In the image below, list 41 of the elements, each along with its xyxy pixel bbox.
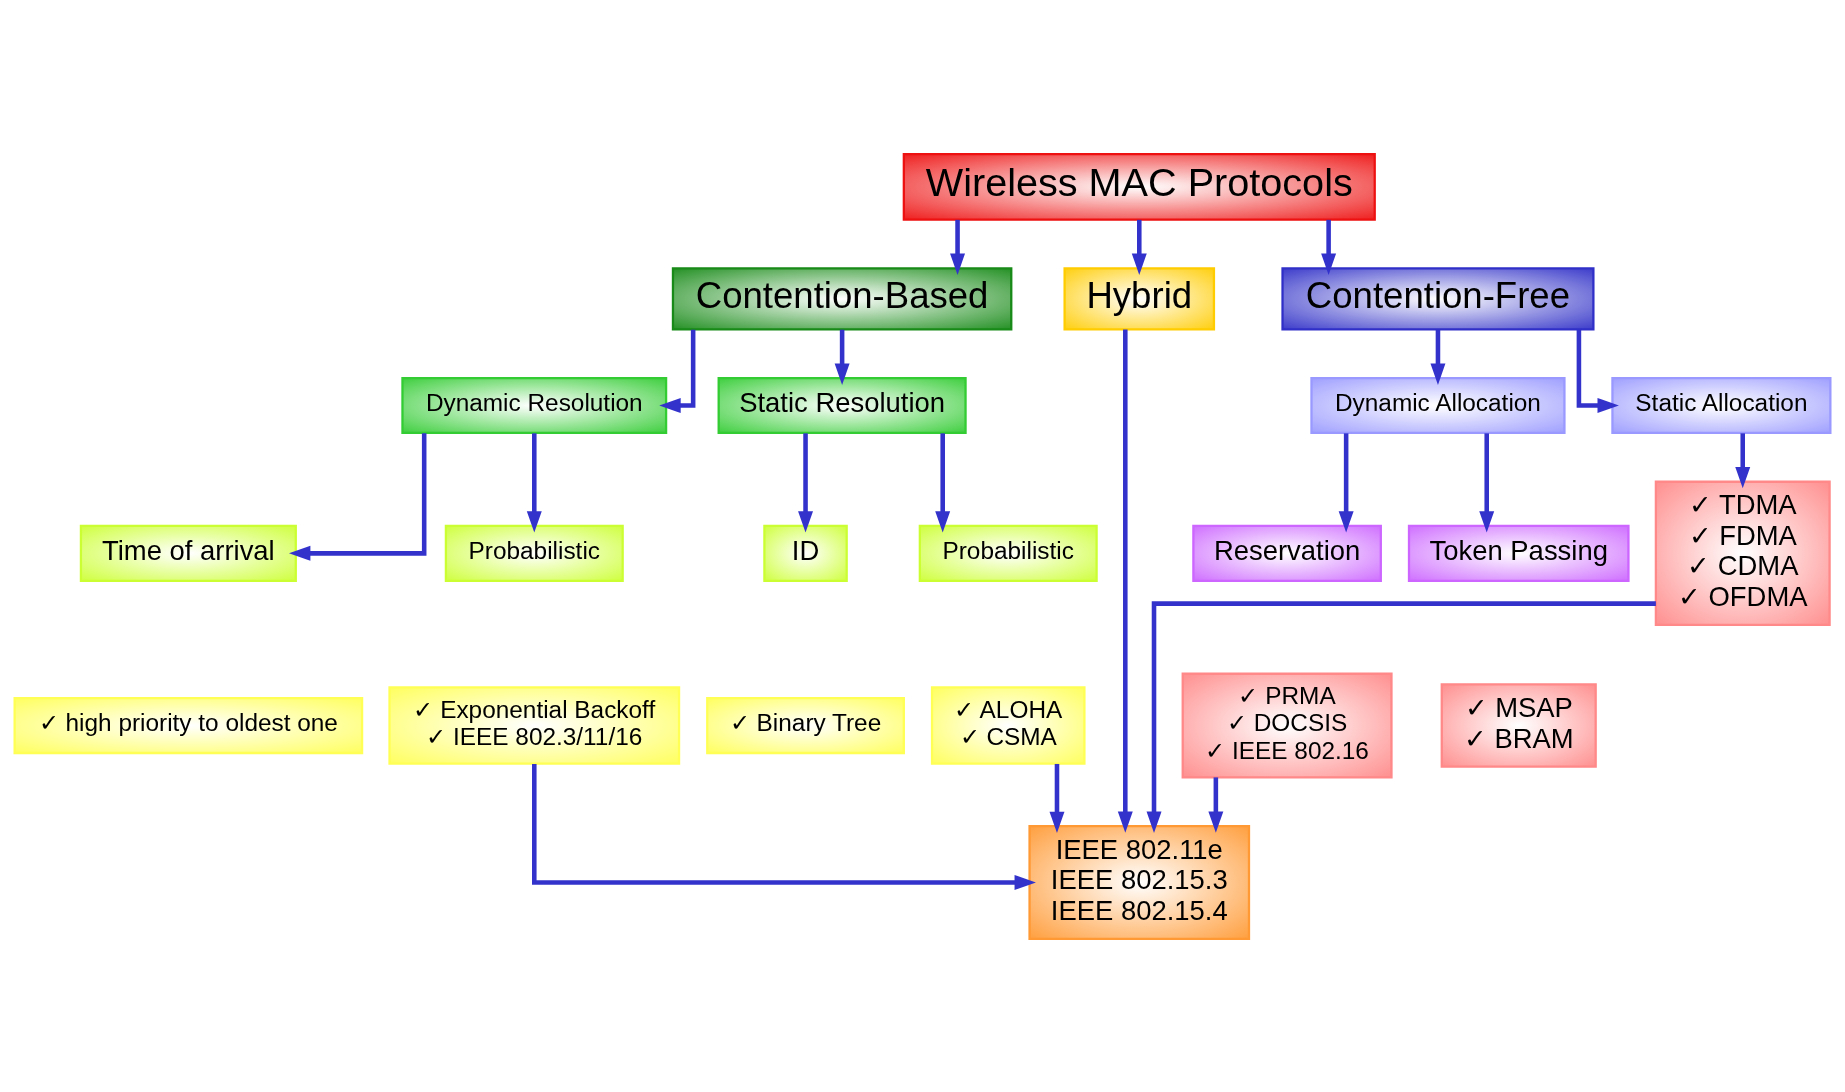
node-box: Wireless MAC Protocols: [902, 152, 1376, 221]
node-box: Time of arrival: [79, 524, 297, 582]
node-box: Probabilistic: [918, 524, 1098, 582]
arrow: [1479, 432, 1495, 533]
arrow: [1735, 432, 1751, 488]
node-box: ID: [763, 524, 848, 582]
node-box: ✓ Exponential Backoff ✓ IEEE 802.3/11/16: [388, 685, 681, 765]
node-box: Contention-Free: [1281, 266, 1595, 330]
arrow: [950, 219, 966, 275]
node-box: Reservation: [1192, 524, 1382, 582]
node-box: Static Allocation: [1611, 376, 1832, 434]
node-box: ✓ PRMA ✓ DOCSIS ✓ IEEE 802.16: [1181, 672, 1393, 778]
node-box: Static Resolution: [717, 376, 967, 434]
arrow: [798, 432, 814, 533]
node-box: ✓ MSAP ✓ BRAM: [1440, 682, 1597, 768]
arrow: [1049, 763, 1065, 833]
node-box: Hybrid: [1063, 266, 1216, 330]
node-box: IEEE 802.11e IEEE 802.15.3 IEEE 802.15.4: [1028, 824, 1251, 940]
node-box: Token Passing: [1407, 524, 1630, 582]
arrow: [532, 763, 1036, 890]
arrow: [834, 329, 850, 385]
arrow: [1576, 329, 1619, 413]
arrow: [1131, 219, 1147, 275]
node-box: ✓ ALOHA ✓ CSMA: [930, 685, 1086, 765]
arrow: [289, 432, 427, 561]
arrow: [1146, 600, 1656, 833]
arrow: [1208, 776, 1224, 833]
node-box: Dynamic Resolution: [401, 376, 668, 434]
arrow: [1321, 219, 1337, 275]
node-box: ✓ high priority to oldest one: [13, 696, 364, 754]
node-box: Contention-Based: [671, 266, 1013, 330]
node-box: Probabilistic: [444, 524, 624, 582]
node-box: Dynamic Allocation: [1310, 376, 1566, 434]
arrow: [1338, 432, 1354, 533]
arrow: [526, 432, 542, 533]
arrow: [935, 432, 951, 533]
arrow: [659, 329, 696, 413]
node-box: ✓ TDMA ✓ FDMA ✓ CDMA ✓ OFDMA: [1654, 480, 1831, 626]
arrow: [1117, 328, 1133, 833]
arrow: [1430, 329, 1446, 385]
node-box: ✓ Binary Tree: [706, 696, 905, 754]
